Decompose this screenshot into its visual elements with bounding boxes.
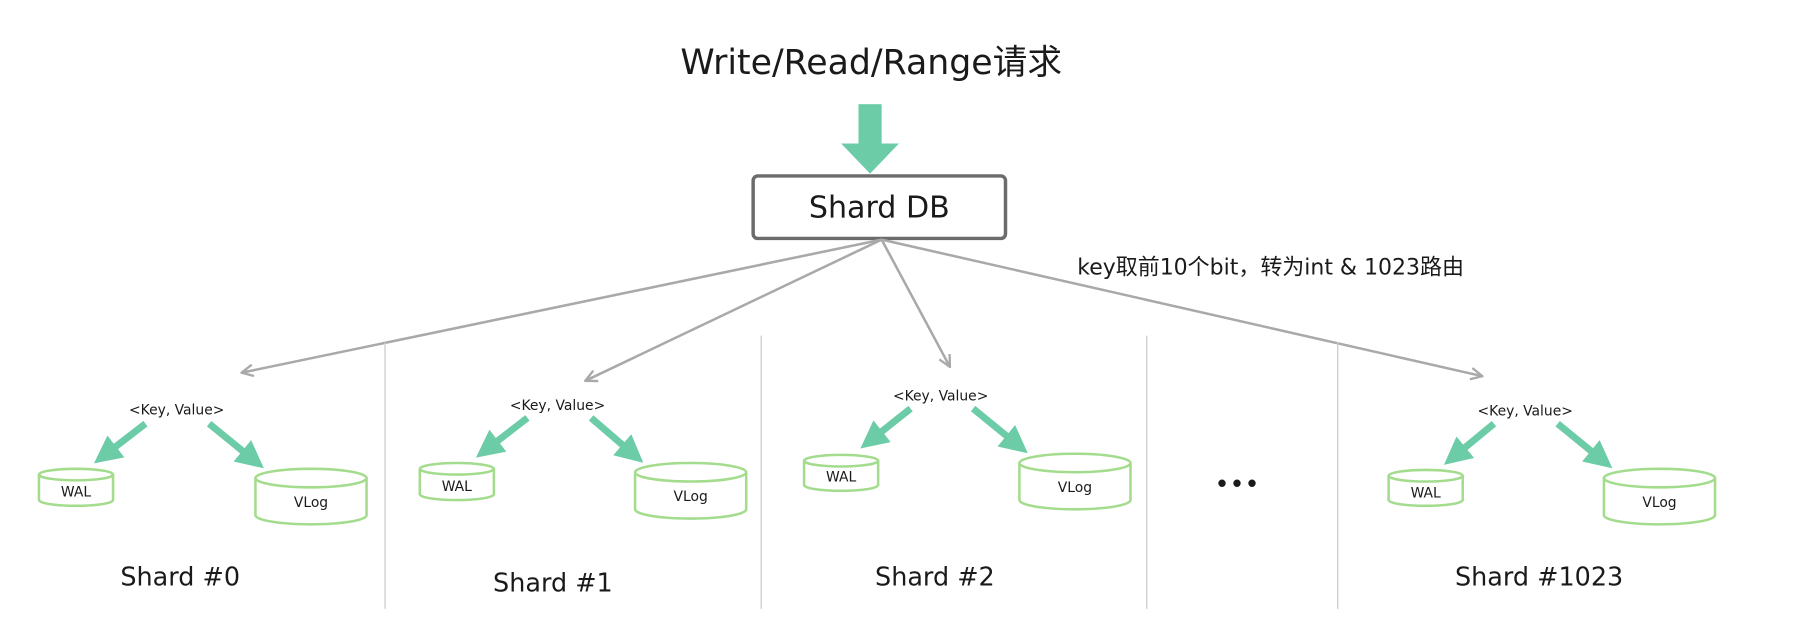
shard-group-1: <Key, Value> WAL VLog Shard #1 (418, 398, 748, 598)
shard-label: Shard #1 (493, 568, 613, 598)
key-value-label: <Key, Value> (893, 388, 988, 404)
request-down-arrow-icon (841, 104, 899, 174)
route-arrow-shard-2 (880, 239, 950, 367)
vlog-label: VLog (294, 495, 328, 511)
key-value-label: <Key, Value> (129, 402, 224, 418)
green-arrow-to-wal (1443, 420, 1497, 465)
wal-label: WAL (1411, 486, 1441, 502)
shard-db-node: Shard DB (751, 174, 1008, 241)
shard-group-1023: <Key, Value> WAL VLog Shard #1023 (1387, 404, 1717, 593)
route-arrow-shard-1023 (881, 238, 1483, 377)
green-arrow-to-wal (860, 405, 913, 449)
vlog-cylinder: VLog (633, 461, 748, 520)
route-arrow-shard-1 (585, 238, 883, 381)
wal-label: WAL (826, 470, 856, 486)
vlog-label: VLog (674, 489, 708, 505)
vlog-cylinder: VLog (1018, 452, 1132, 511)
shard-db-label: Shard DB (809, 191, 950, 226)
shard-group-0: <Key, Value> WAL VLog Shard #0 (37, 402, 368, 593)
vlog-label: VLog (1642, 495, 1676, 511)
vlog-cylinder: VLog (1602, 467, 1717, 526)
shard-label: Shard #0 (120, 563, 240, 593)
vlog-label: VLog (1058, 480, 1092, 496)
key-value-label: <Key, Value> (1478, 404, 1573, 420)
green-arrow-to-vlog (1555, 420, 1613, 469)
wal-label: WAL (442, 479, 472, 495)
wal-cylinder: WAL (1387, 468, 1464, 508)
wal-cylinder: WAL (802, 453, 880, 493)
wal-label: WAL (61, 485, 91, 501)
wal-cylinder: WAL (37, 467, 115, 508)
shard-group-2: <Key, Value> WAL VLog Shard #2 (802, 388, 1132, 593)
route-arrow-shard-0 (242, 238, 882, 373)
vlog-cylinder: VLog (254, 467, 368, 526)
green-arrow-to-vlog (588, 415, 644, 463)
green-arrow-to-vlog (970, 405, 1028, 454)
shard-label: Shard #1023 (1455, 563, 1623, 593)
shard-label: Shard #2 (875, 563, 995, 593)
key-value-label: <Key, Value> (510, 398, 605, 414)
routing-rule-label: key取前10个bit，转为int & 1023路由 (1077, 255, 1464, 280)
green-arrow-to-vlog (206, 420, 264, 469)
ellipsis-icon: ••• (1214, 470, 1259, 500)
green-arrow-to-wal (93, 420, 148, 464)
diagram-title: Write/Read/Range请求 (680, 43, 1062, 83)
green-arrow-to-wal (475, 415, 530, 458)
wal-cylinder: WAL (418, 461, 496, 502)
